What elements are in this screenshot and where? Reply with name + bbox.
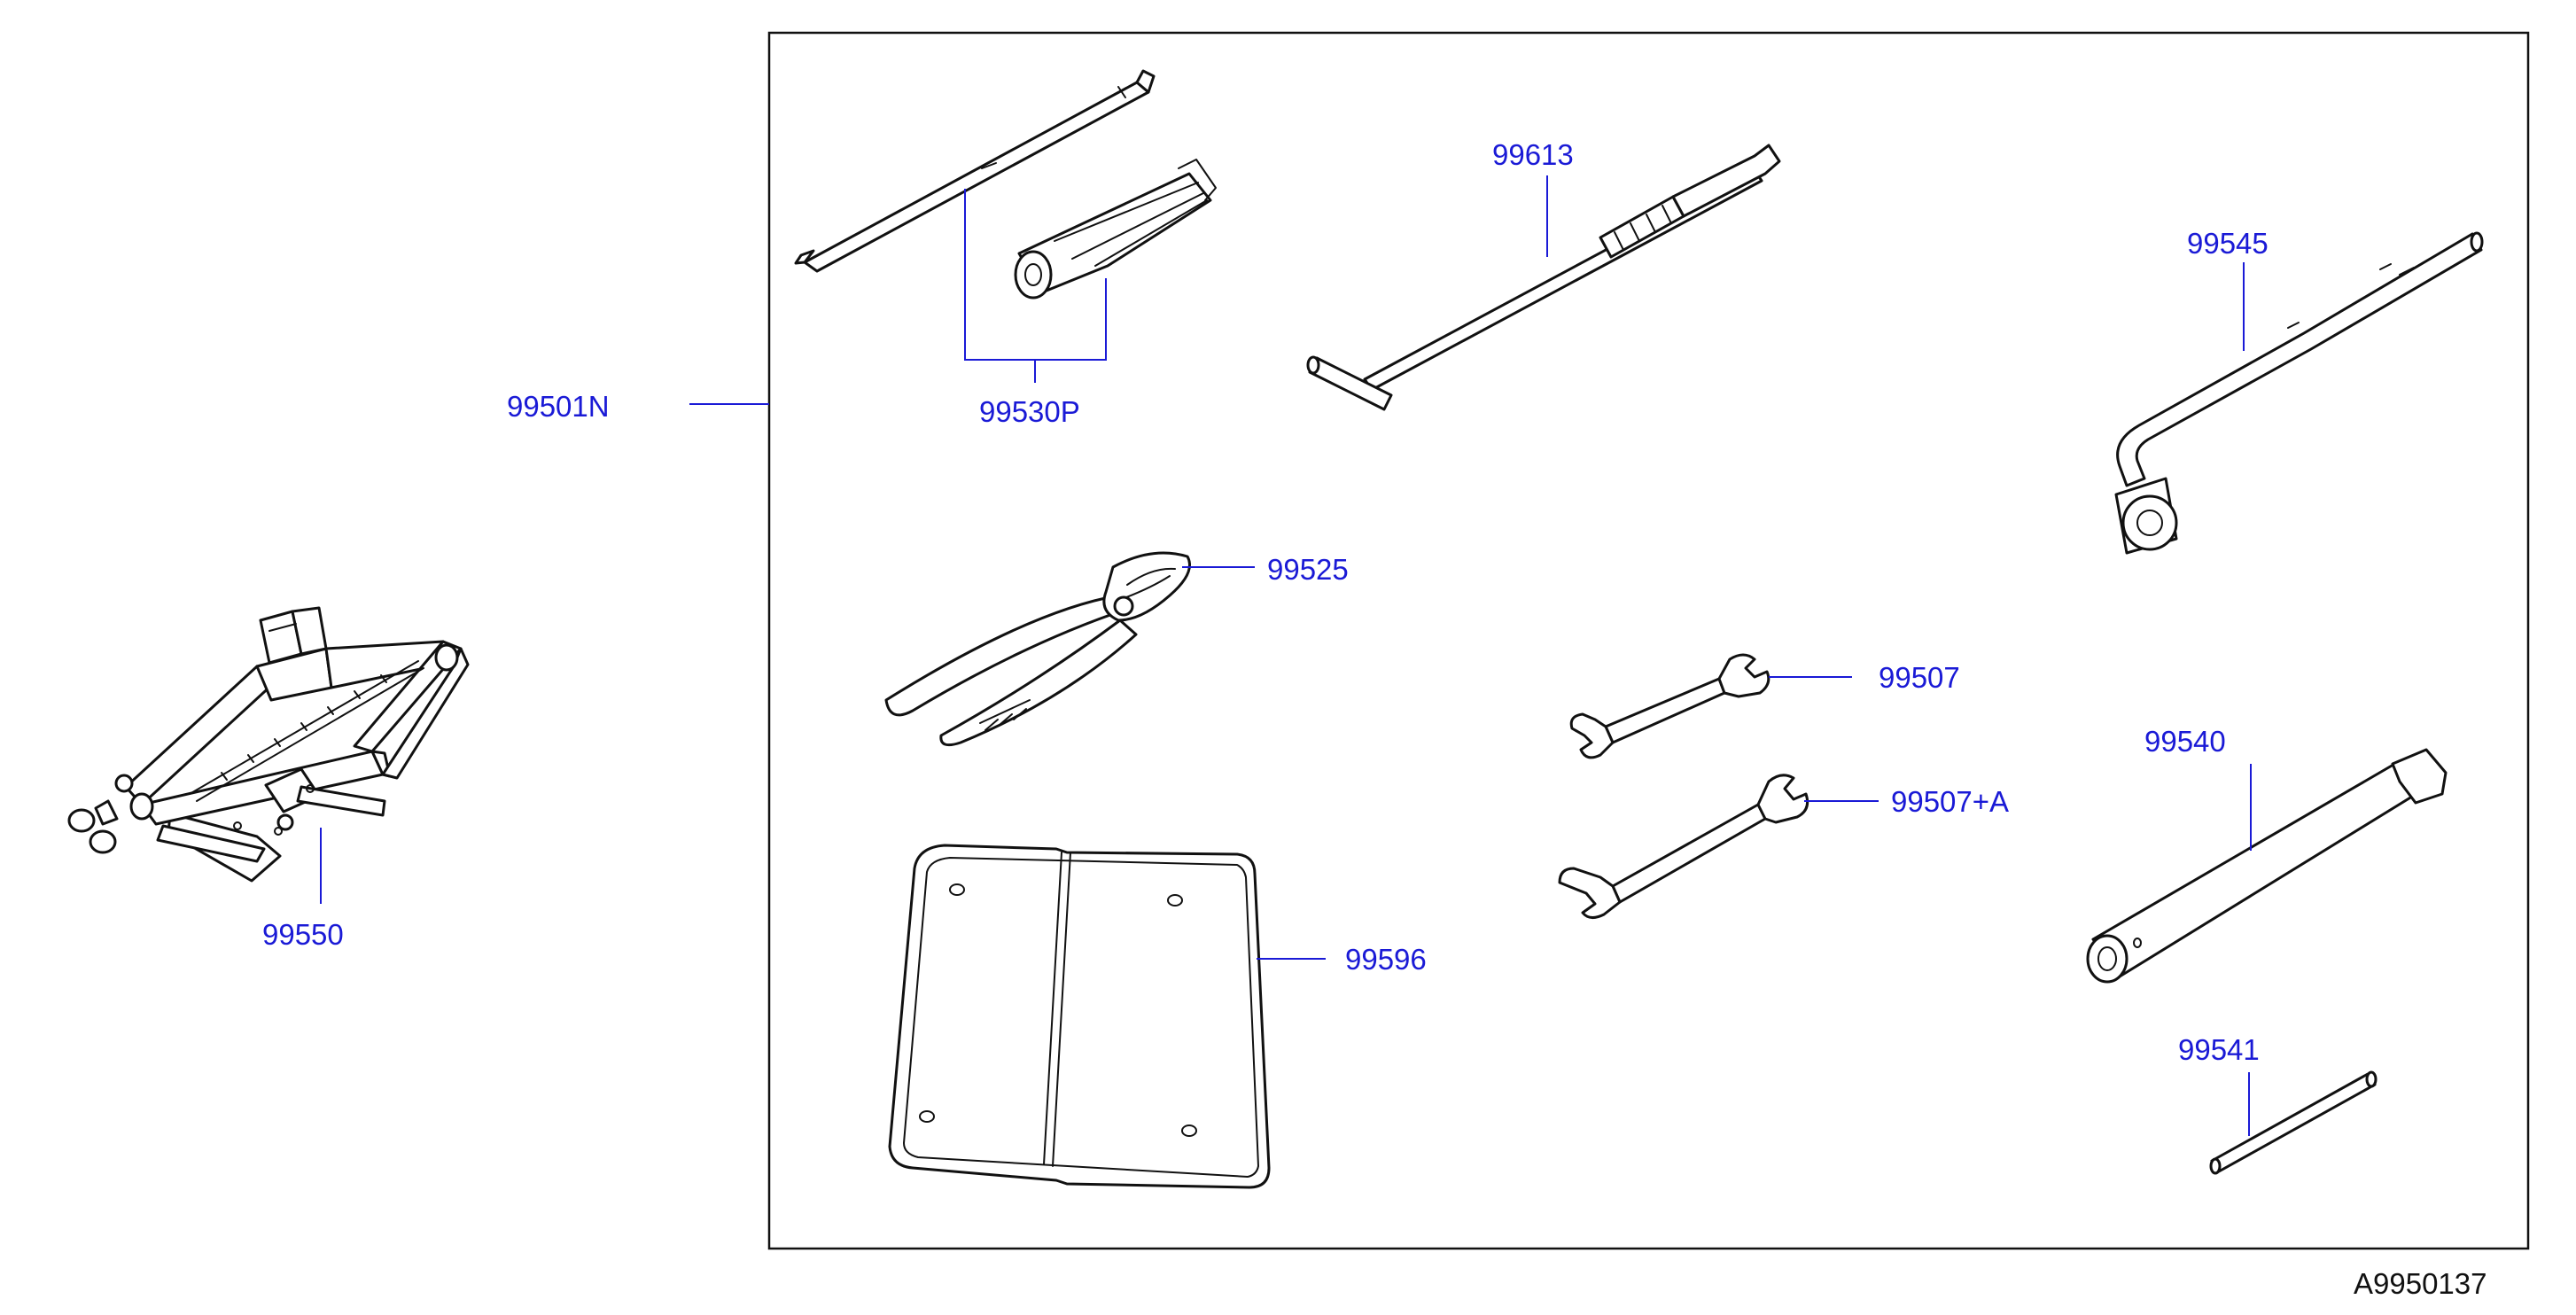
screwdriver-bit-illustration[interactable] bbox=[794, 69, 1156, 273]
tool-kit-frame bbox=[767, 31, 2530, 1250]
screwdriver-set-leader bbox=[964, 189, 1107, 383]
pliers-illustration[interactable] bbox=[884, 551, 1191, 747]
part-number-pliers[interactable]: 99525 bbox=[1267, 553, 1349, 586]
scissor-jack-illustration[interactable] bbox=[67, 606, 470, 883]
t-handle-illustration[interactable] bbox=[1306, 144, 1781, 411]
part-number-lug-wrench[interactable]: 99545 bbox=[2187, 227, 2269, 260]
spanner-large-illustration[interactable] bbox=[1558, 774, 1809, 919]
screwdriver-handle-illustration[interactable] bbox=[1014, 159, 1217, 300]
part-number-kit[interactable]: 99501N bbox=[507, 390, 610, 423]
tool-bag-illustration[interactable] bbox=[888, 844, 1271, 1189]
part-number-t-handle[interactable]: 99613 bbox=[1492, 138, 1574, 171]
part-number-tool-bag[interactable]: 99596 bbox=[1345, 943, 1427, 976]
rod-illustration[interactable] bbox=[2209, 1070, 2378, 1175]
part-number-box-wrench[interactable]: 99540 bbox=[2144, 725, 2226, 758]
drawing-code: A9950137 bbox=[2354, 1267, 2487, 1300]
lug-wrench-illustration[interactable] bbox=[2114, 231, 2484, 555]
part-number-scissor-jack[interactable]: 99550 bbox=[262, 918, 344, 951]
box-wrench-illustration[interactable] bbox=[2086, 748, 2448, 984]
part-number-spanner-small[interactable]: 99507 bbox=[1879, 661, 1960, 694]
part-number-rod[interactable]: 99541 bbox=[2178, 1033, 2260, 1066]
part-number-spanner-large[interactable]: 99507+A bbox=[1891, 785, 2009, 818]
part-number-screwdriver-set[interactable]: 99530P bbox=[979, 395, 1080, 428]
spanner-small-illustration[interactable] bbox=[1569, 653, 1771, 759]
